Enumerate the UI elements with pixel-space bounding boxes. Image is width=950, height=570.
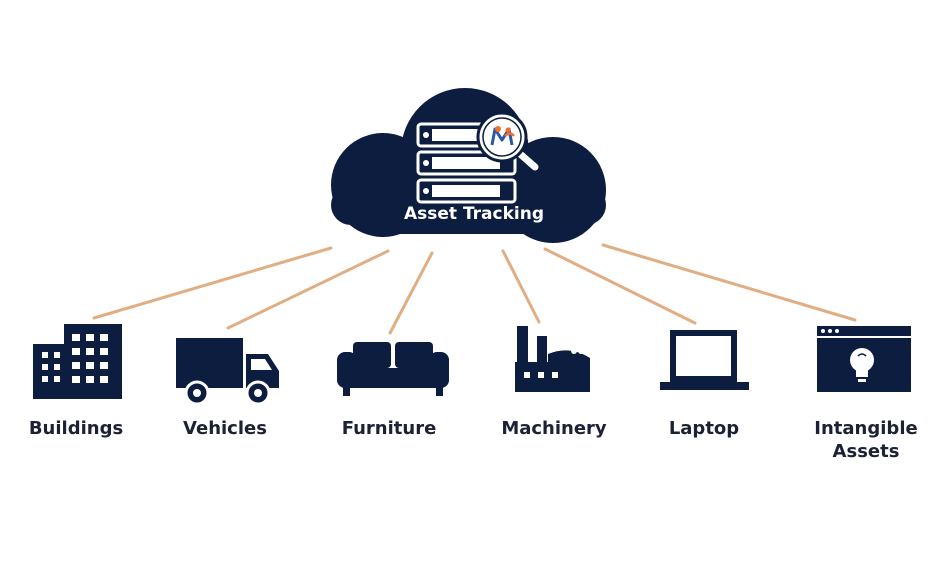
truck-icon <box>176 338 279 406</box>
connector-furniture <box>388 251 434 335</box>
connector-machinery <box>501 249 541 324</box>
connector-buildings <box>92 246 333 320</box>
connector-vehicles <box>226 249 390 330</box>
connectors <box>92 243 857 335</box>
laptop-icon <box>660 330 749 390</box>
sofa-icon <box>337 342 449 396</box>
connector-laptop <box>543 247 697 325</box>
magnifier-icon <box>476 111 539 171</box>
label-intangible-assets: Intangible Assets <box>814 418 918 462</box>
asset-tracking-hub: Asset Tracking <box>331 88 606 243</box>
label-furniture: Furniture <box>341 418 437 439</box>
logo-icon <box>490 126 515 146</box>
hub-label: Asset Tracking <box>404 204 544 224</box>
label-vehicles: Vehicles <box>183 418 267 439</box>
factory-icon <box>515 326 590 392</box>
label-machinery: Machinery <box>501 418 607 439</box>
building-icon <box>33 324 122 399</box>
label-laptop: Laptop <box>668 418 740 439</box>
lightbulb-window-icon <box>817 326 911 392</box>
connector-intangible <box>601 243 857 322</box>
label-buildings: Buildings <box>28 418 124 439</box>
